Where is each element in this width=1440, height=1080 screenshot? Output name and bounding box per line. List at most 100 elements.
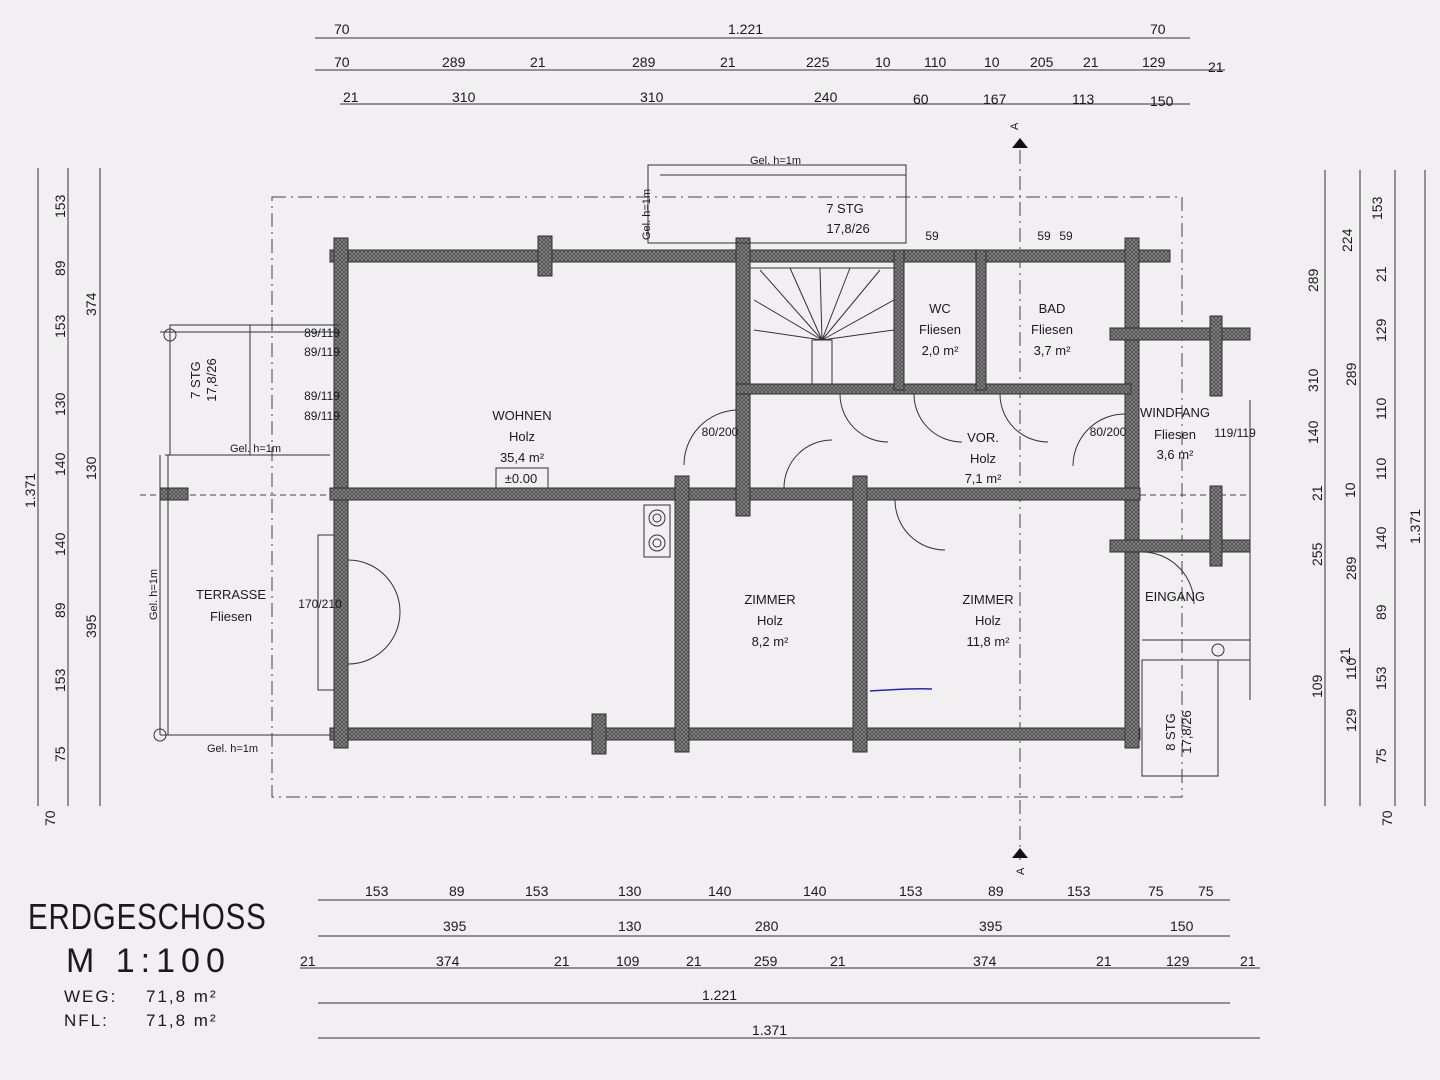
svg-text:10: 10 [1342, 482, 1358, 498]
svg-text:153: 153 [525, 883, 549, 899]
plan-title: ERDGESCHOSS [28, 896, 267, 937]
svg-text:8,2 m²: 8,2 m² [752, 634, 790, 649]
svg-text:70: 70 [1379, 810, 1395, 826]
svg-text:A: A [1015, 867, 1027, 875]
svg-text:310: 310 [640, 89, 664, 105]
svg-text:89/119: 89/119 [304, 409, 340, 423]
svg-text:119/119: 119/119 [1214, 426, 1256, 440]
svg-text:70: 70 [334, 21, 350, 37]
svg-text:153: 153 [52, 314, 68, 338]
pen-mark [869, 688, 933, 692]
svg-text:289: 289 [1343, 556, 1359, 580]
svg-text:395: 395 [83, 614, 99, 638]
svg-text:395: 395 [979, 918, 1003, 934]
svg-text:1.371: 1.371 [752, 1022, 787, 1038]
railing-label: Gel. h=1m [230, 443, 281, 455]
stair-top [647, 164, 907, 385]
svg-text:153: 153 [899, 883, 923, 899]
svg-text:129: 129 [1373, 318, 1389, 342]
svg-text:70: 70 [42, 810, 58, 826]
svg-text:21: 21 [1373, 266, 1389, 282]
area-label: NFL: [64, 1011, 109, 1030]
svg-text:80/200: 80/200 [702, 425, 739, 439]
svg-text:140: 140 [708, 883, 732, 899]
svg-text:310: 310 [1305, 368, 1321, 392]
svg-text:153: 153 [1369, 196, 1385, 220]
svg-text:8 STG: 8 STG [1163, 713, 1178, 751]
svg-text:75: 75 [1373, 748, 1389, 764]
svg-text:Fliesen: Fliesen [919, 322, 961, 337]
svg-text:109: 109 [1309, 674, 1325, 698]
stair-left [153, 324, 340, 742]
svg-text:21: 21 [300, 953, 316, 969]
railing-label: Gel. h=1m [750, 155, 801, 167]
area-label: WEG: [64, 987, 118, 1006]
stair-label-left: 7 STG 17,8/26 [188, 358, 219, 401]
svg-text:374: 374 [436, 953, 460, 969]
svg-text:A: A [1009, 122, 1021, 130]
svg-text:35,4 m²: 35,4 m² [500, 450, 545, 465]
section-mark-top: A [1009, 122, 1028, 148]
svg-text:374: 374 [83, 292, 99, 316]
svg-text:21: 21 [1208, 59, 1224, 75]
svg-text:153: 153 [52, 194, 68, 218]
svg-text:21: 21 [1083, 54, 1099, 70]
area-row-weg: WEG:71,8 m² [64, 987, 319, 1007]
dims-top: 70 1.221 70 70 289 21 289 21 225 10 110 … [334, 21, 1224, 109]
svg-text:129: 129 [1142, 54, 1166, 70]
svg-text:110: 110 [924, 54, 947, 70]
svg-text:130: 130 [618, 918, 642, 934]
svg-text:289: 289 [442, 54, 466, 70]
svg-text:255: 255 [1309, 542, 1325, 566]
level-mark-box [495, 467, 549, 489]
svg-text:130: 130 [83, 456, 99, 480]
walls [159, 235, 1251, 755]
svg-text:75: 75 [1148, 883, 1164, 899]
svg-text:21: 21 [1309, 485, 1325, 501]
railing-label: Gel. h=1m [641, 189, 653, 240]
svg-text:153: 153 [365, 883, 389, 899]
dimension-lines [37, 37, 1426, 1039]
svg-text:21: 21 [686, 953, 702, 969]
svg-text:110: 110 [1373, 457, 1389, 480]
room-wohnen: WOHNEN Holz 35,4 m² [492, 408, 551, 465]
section-mark-bottom: A [1012, 848, 1028, 875]
svg-text:21: 21 [343, 89, 359, 105]
svg-text:113: 113 [1072, 91, 1095, 107]
svg-text:21: 21 [720, 54, 736, 70]
svg-text:60: 60 [913, 91, 929, 107]
svg-text:130: 130 [618, 883, 642, 899]
svg-text:ZIMMER: ZIMMER [744, 592, 795, 607]
opening-labels: 89/119 89/119 89/119 89/119 80/200 80/20… [298, 229, 1256, 611]
svg-text:17,8/26: 17,8/26 [1179, 710, 1194, 753]
svg-text:140: 140 [52, 532, 68, 556]
svg-text:WC: WC [929, 301, 951, 316]
svg-text:10: 10 [875, 54, 891, 70]
svg-text:Holz: Holz [509, 429, 535, 444]
svg-text:21: 21 [554, 953, 570, 969]
svg-text:1.371: 1.371 [22, 473, 38, 508]
svg-text:89/119: 89/119 [304, 389, 340, 403]
svg-text:89: 89 [988, 883, 1004, 899]
svg-text:129: 129 [1166, 953, 1190, 969]
svg-text:Holz: Holz [975, 613, 1001, 628]
svg-text:310: 310 [452, 89, 476, 105]
title-block: ERDGESCHOSS M 1:100 WEG:71,8 m² NFL:71,8… [28, 896, 319, 1031]
room-wc: WC Fliesen 2,0 m² [919, 301, 961, 358]
svg-text:Holz: Holz [970, 451, 996, 466]
svg-text:130: 130 [52, 392, 68, 416]
svg-text:140: 140 [803, 883, 827, 899]
door-swings [317, 393, 1195, 691]
svg-text:17,8/26: 17,8/26 [204, 358, 219, 401]
svg-text:109: 109 [616, 953, 640, 969]
railing-label: Gel. h=1m [148, 569, 160, 620]
svg-text:150: 150 [1170, 918, 1194, 934]
svg-text:21: 21 [1096, 953, 1112, 969]
svg-text:WINDFANG: WINDFANG [1140, 405, 1210, 420]
svg-text:75: 75 [52, 746, 68, 762]
room-bad: BAD Fliesen 3,7 m² [1031, 301, 1073, 358]
svg-text:140: 140 [1373, 526, 1389, 550]
svg-text:224: 224 [1339, 228, 1355, 252]
svg-text:129: 129 [1343, 708, 1359, 732]
